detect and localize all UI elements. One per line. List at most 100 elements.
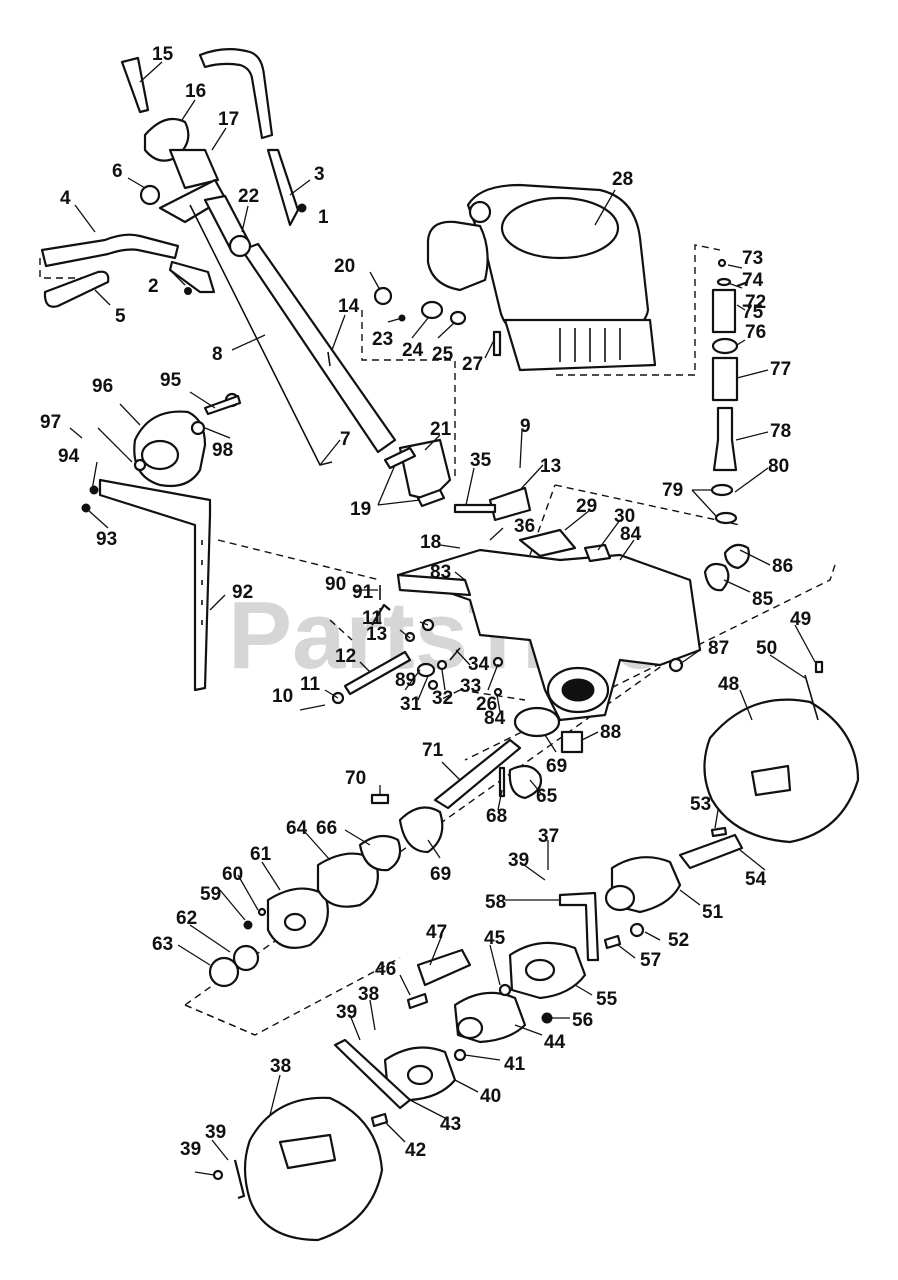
callout-38a: 37 xyxy=(538,826,559,847)
callout-77: 74 xyxy=(742,270,764,291)
screw-73 xyxy=(370,793,390,805)
callout-55: 52 xyxy=(668,930,689,951)
callout-98b: 98 xyxy=(212,440,233,461)
callout-7: 7 xyxy=(340,429,351,450)
washer-13 xyxy=(404,631,416,643)
callout-97: 96 xyxy=(92,376,113,397)
callout-62: 59 xyxy=(200,884,221,905)
callout-9: 9 xyxy=(520,416,531,437)
gasket-20a xyxy=(383,446,417,470)
callout-83: 80 xyxy=(768,456,789,477)
gasket-30 xyxy=(518,528,577,558)
tine-disc-40-plate xyxy=(278,1133,337,1170)
bolt-49 xyxy=(406,992,429,1010)
rod-36 xyxy=(453,503,497,514)
axle-bolt-shaft xyxy=(203,394,242,416)
callout-32: 31 xyxy=(400,694,422,715)
callout-57: 54 xyxy=(745,869,767,890)
handle-assembly xyxy=(40,48,397,466)
callout-61: 58 xyxy=(485,892,506,913)
callout-93: 92 xyxy=(232,582,253,603)
clutch-plate-68 xyxy=(508,764,543,800)
callout-52: 49 xyxy=(790,609,811,630)
callout-90: 89 xyxy=(395,670,416,691)
handle-bracket-left xyxy=(168,260,216,294)
bracket-57 xyxy=(678,833,744,870)
worm-gear-72 xyxy=(398,806,444,854)
screw-62 xyxy=(243,920,253,930)
gasket-67 xyxy=(316,852,379,908)
callout-58: 55 xyxy=(596,989,618,1010)
bolt-45 xyxy=(370,1112,389,1128)
seal-88 xyxy=(668,657,684,673)
callout-1: 1 xyxy=(318,207,329,228)
callout-39a: 39 xyxy=(508,850,529,871)
callout-78: 75 xyxy=(742,302,764,323)
callout-44: 41 xyxy=(504,1054,526,1075)
callout-65: 62 xyxy=(176,908,197,929)
depth-wheel-assembly xyxy=(81,392,242,692)
callout-79: 76 xyxy=(745,322,766,343)
wheel-hub xyxy=(140,439,180,471)
callout-19: 18 xyxy=(420,532,441,553)
callout-20: 19 xyxy=(350,499,371,520)
callout-56: 53 xyxy=(690,794,711,815)
callout-leaders xyxy=(69,61,816,1176)
callout-67: 64 xyxy=(286,818,308,839)
callout-13: 13 xyxy=(366,624,387,645)
tine-gear-stack xyxy=(208,793,444,988)
callout-8: 8 xyxy=(212,344,223,365)
hub-43-collar xyxy=(406,1064,434,1086)
spark-plug-boot xyxy=(468,200,492,224)
callout-98a: 97 xyxy=(40,412,61,433)
callout-47: 44 xyxy=(544,1032,566,1053)
callout-53: 50 xyxy=(756,638,777,659)
engine-assembly xyxy=(426,183,657,372)
callout-48: 45 xyxy=(484,928,506,949)
callout-43: 40 xyxy=(480,1086,501,1107)
callout-81: 78 xyxy=(770,421,791,442)
callout-25: 24 xyxy=(402,340,424,361)
bushing-89 xyxy=(560,730,584,754)
callout-72: 69 xyxy=(430,864,451,885)
callout-68: 65 xyxy=(536,786,558,807)
callout-80: 77 xyxy=(770,359,791,380)
engine-mount-bolt xyxy=(492,330,502,357)
transmission-housing xyxy=(396,486,750,810)
clip-75 xyxy=(736,280,749,288)
pin-71 xyxy=(498,766,506,798)
gasket-20b xyxy=(416,488,446,508)
callout-24: 23 xyxy=(372,329,393,350)
callout-66: 63 xyxy=(152,934,173,955)
callout-63: 60 xyxy=(222,864,243,885)
callout-92: 91 xyxy=(352,582,374,603)
sleeve-78 xyxy=(711,288,737,334)
handle-bracket-right xyxy=(266,148,300,227)
callout-23: 22 xyxy=(238,186,259,207)
callout-35: 34 xyxy=(468,654,490,675)
washer-63 xyxy=(257,907,267,917)
callout-76: 73 xyxy=(742,248,763,269)
tine-assemblies xyxy=(212,660,860,1242)
bracket-50 xyxy=(416,948,472,987)
screw-41 xyxy=(212,1169,224,1181)
washer-26 xyxy=(449,310,467,326)
washer-35 xyxy=(492,656,504,668)
arm-61 xyxy=(558,891,600,962)
hub-54-tube xyxy=(604,884,636,912)
flange-64-hub xyxy=(283,912,307,932)
callout-89: 88 xyxy=(600,722,621,743)
callout-85: 84 xyxy=(620,524,642,545)
callout-88: 87 xyxy=(708,638,729,659)
callout-30: 29 xyxy=(576,496,597,517)
spring-92 xyxy=(371,603,391,626)
callout-45: 42 xyxy=(405,1140,426,1161)
nut-55 xyxy=(629,922,645,938)
hub-47-tube xyxy=(456,1016,484,1040)
bolt-98b xyxy=(190,420,206,436)
clip-42 xyxy=(233,1159,246,1200)
washer-33 xyxy=(436,659,448,671)
nut-1 xyxy=(297,203,307,213)
link-rod xyxy=(327,351,331,367)
engine-block xyxy=(503,318,657,372)
